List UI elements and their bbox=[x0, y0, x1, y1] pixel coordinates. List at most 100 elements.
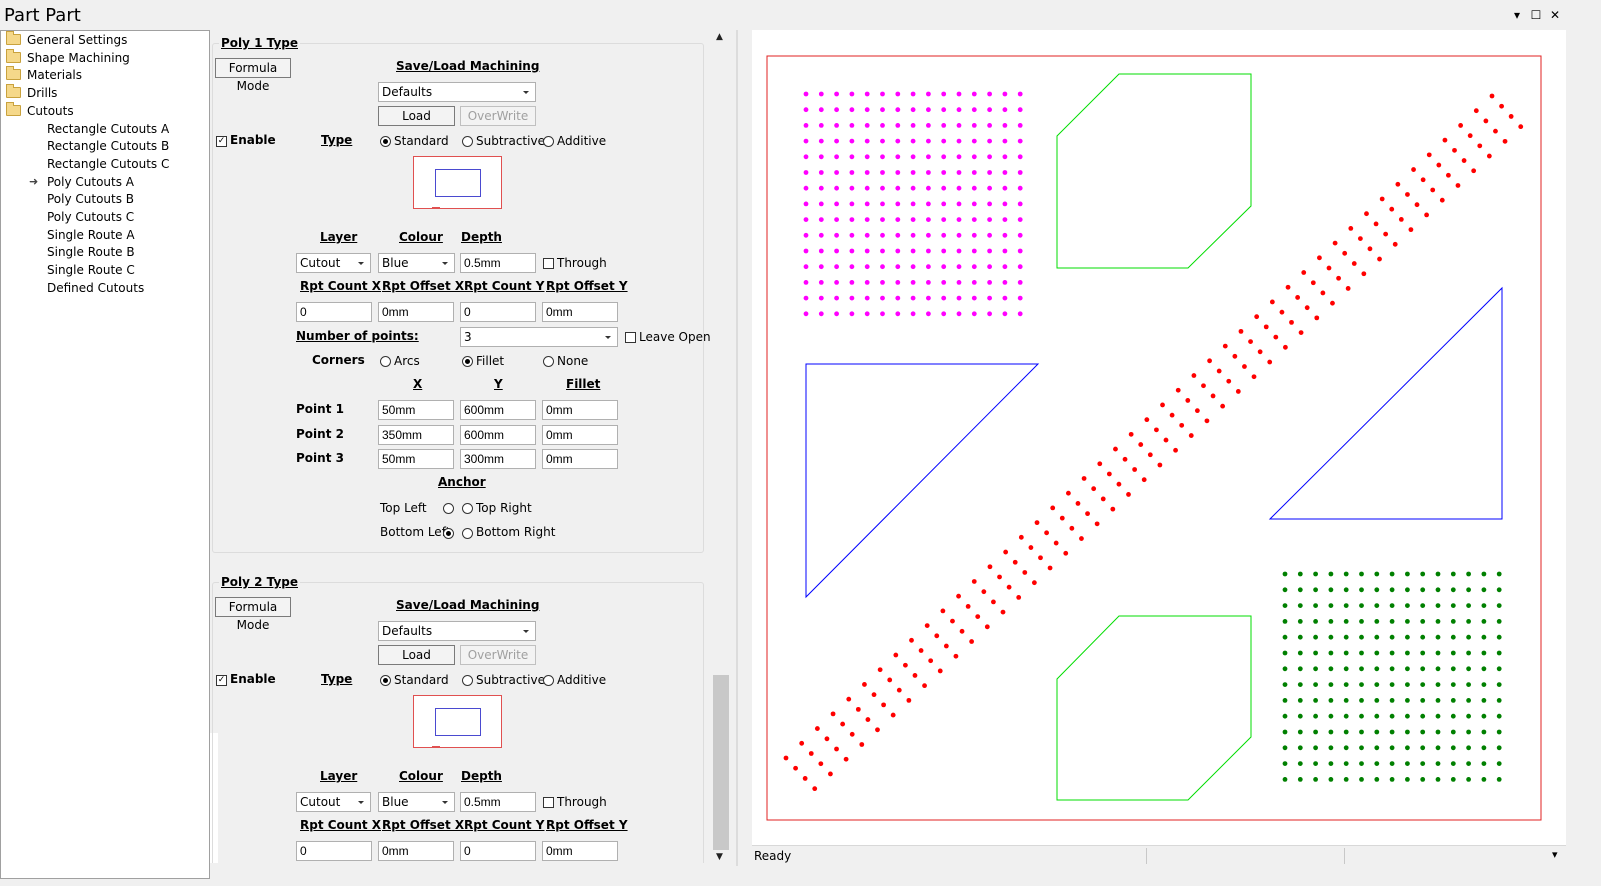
hole-dot bbox=[1496, 713, 1502, 719]
panel-scrollbar[interactable]: ▲ ▼ bbox=[712, 30, 730, 863]
hole-dot bbox=[1313, 603, 1318, 608]
colour-dropdown[interactable]: Blue bbox=[378, 253, 455, 273]
preset-dropdown[interactable]: Defaults bbox=[378, 82, 536, 102]
rpt-count-x-input[interactable]: 0 bbox=[296, 841, 372, 861]
tree-cutout-item[interactable]: Rectangle Cutouts A bbox=[47, 120, 169, 138]
colour-dropdown[interactable]: Blue bbox=[378, 792, 455, 812]
tree-cutout-item[interactable]: ➜Poly Cutouts A bbox=[29, 173, 134, 191]
rpt-offset-x-input[interactable]: 0mm bbox=[378, 302, 454, 322]
layer-dropdown[interactable]: Cutout bbox=[296, 792, 371, 812]
load-button[interactable]: Load bbox=[378, 645, 455, 665]
tree-folder-item[interactable]: General Settings bbox=[6, 31, 127, 49]
scroll-up-icon[interactable]: ▲ bbox=[716, 32, 723, 42]
rpt-offset-y-input[interactable]: 0mm bbox=[542, 302, 618, 322]
anchor-top-left-radio[interactable] bbox=[443, 503, 454, 514]
title-bar: Part Part ▾ ☐ ✕ bbox=[0, 0, 1601, 30]
hole-dot bbox=[1359, 777, 1364, 782]
type-radio[interactable] bbox=[543, 136, 554, 147]
hole-dot bbox=[1435, 571, 1441, 577]
minimize-button[interactable]: ▾ bbox=[1513, 8, 1521, 22]
overwrite-button[interactable]: OverWrite bbox=[460, 645, 536, 665]
anchor-bottom-right-radio[interactable] bbox=[462, 528, 473, 539]
point-fillet-input[interactable]: 0mm bbox=[542, 400, 618, 420]
hole-dot bbox=[1038, 555, 1043, 561]
depth-input[interactable]: 0.5mm bbox=[460, 792, 536, 812]
scroll-down-icon[interactable]: ▼ bbox=[716, 852, 723, 862]
point-x-input[interactable]: 50mm bbox=[378, 449, 454, 469]
tree-folder-item[interactable]: Shape Machining bbox=[6, 48, 130, 67]
rpt-count-y-input[interactable]: 0 bbox=[460, 841, 536, 861]
tree-cutout-item[interactable]: Poly Cutouts B bbox=[47, 190, 134, 208]
hole-dot bbox=[971, 217, 977, 223]
enable-checkbox[interactable]: ✓ bbox=[216, 136, 227, 147]
load-button[interactable]: Load bbox=[378, 106, 455, 126]
rpt-count-x-input[interactable]: 0 bbox=[296, 302, 372, 322]
type-radio[interactable] bbox=[380, 675, 391, 686]
hole-dot bbox=[941, 154, 947, 160]
tree-cutout-item[interactable]: Poly Cutouts C bbox=[47, 208, 134, 226]
point-fillet-input[interactable]: 0mm bbox=[542, 449, 618, 469]
hole-dot bbox=[871, 692, 877, 698]
maximize-button[interactable]: ☐ bbox=[1530, 8, 1542, 22]
preset-dropdown[interactable]: Defaults bbox=[378, 621, 536, 641]
tree-cutout-item[interactable]: Single Route B bbox=[47, 243, 135, 261]
depth-input[interactable]: 0.5mm bbox=[460, 253, 536, 273]
point-fillet-input[interactable]: 0mm bbox=[542, 424, 618, 445]
corner-radio[interactable] bbox=[543, 356, 554, 367]
formula-mode-button[interactable]: Formula Mode bbox=[215, 58, 291, 93]
enable-checkbox[interactable]: ✓ bbox=[216, 675, 227, 686]
hole-dot bbox=[922, 683, 927, 689]
hole-dot bbox=[1364, 211, 1369, 217]
point-x-input[interactable]: 350mm bbox=[378, 424, 454, 445]
point-x-input[interactable]: 50mm bbox=[378, 400, 454, 420]
hole-dot bbox=[1435, 587, 1441, 593]
status-dropdown-icon[interactable]: ▾ bbox=[1552, 848, 1558, 861]
anchor-bottom-left-radio[interactable] bbox=[443, 528, 454, 539]
tree-cutout-item[interactable]: Single Route A bbox=[47, 226, 135, 244]
hole-dot bbox=[1420, 698, 1426, 703]
tree-folder-item[interactable]: Cutouts bbox=[6, 101, 74, 120]
hole-dot bbox=[1100, 496, 1106, 502]
number-of-points-dropdown[interactable]: 3 bbox=[460, 327, 618, 347]
point-y-input[interactable]: 600mm bbox=[460, 400, 536, 420]
type-radio[interactable] bbox=[462, 136, 473, 147]
type-radio[interactable] bbox=[462, 675, 473, 686]
through-checkbox[interactable] bbox=[543, 258, 554, 269]
rpt-count-y-input[interactable]: 0 bbox=[460, 302, 536, 322]
anchor-top-right-radio[interactable] bbox=[462, 503, 473, 514]
rpt-offset-y-input[interactable]: 0mm bbox=[542, 841, 618, 861]
hole-dot bbox=[1405, 682, 1410, 687]
formula-mode-button[interactable]: Formula Mode bbox=[215, 597, 291, 632]
splitter[interactable] bbox=[736, 30, 738, 866]
scroll-thumb[interactable] bbox=[713, 675, 729, 850]
tree-cutout-item[interactable]: Rectangle Cutouts B bbox=[47, 137, 169, 155]
hole-dot bbox=[834, 232, 839, 238]
hole-dot bbox=[1017, 170, 1023, 175]
hole-dot bbox=[926, 91, 931, 97]
through-label: Through bbox=[557, 256, 607, 270]
through-label: Through bbox=[557, 795, 607, 809]
tree-folder-item[interactable]: Drills bbox=[6, 84, 57, 102]
corner-radio[interactable] bbox=[380, 356, 391, 367]
point-y-input[interactable]: 600mm bbox=[460, 424, 536, 445]
tree-folder-item[interactable]: Materials bbox=[6, 66, 82, 84]
point-y-input[interactable]: 300mm bbox=[460, 449, 536, 469]
rpt-offset-x-input[interactable]: 0mm bbox=[378, 841, 454, 861]
hole-dot bbox=[1435, 619, 1441, 624]
tree-cutout-item[interactable]: Rectangle Cutouts C bbox=[47, 155, 169, 173]
tree-cutout-item[interactable]: Single Route C bbox=[47, 261, 135, 279]
layer-dropdown[interactable]: Cutout bbox=[296, 253, 371, 273]
type-radio[interactable] bbox=[380, 136, 391, 147]
type-radio[interactable] bbox=[543, 675, 554, 686]
overwrite-button[interactable]: OverWrite bbox=[460, 106, 536, 126]
through-checkbox[interactable] bbox=[543, 797, 554, 808]
part-preview-canvas[interactable] bbox=[752, 30, 1566, 845]
repeat-heading: Rpt Offset Y bbox=[546, 279, 628, 293]
folder-icon bbox=[6, 48, 21, 63]
tree-cutout-item[interactable]: Defined Cutouts bbox=[47, 279, 144, 297]
hole-dot bbox=[910, 217, 916, 223]
close-button[interactable]: ✕ bbox=[1549, 8, 1561, 22]
corner-radio[interactable] bbox=[462, 356, 473, 367]
leave-open-checkbox[interactable] bbox=[625, 332, 636, 343]
